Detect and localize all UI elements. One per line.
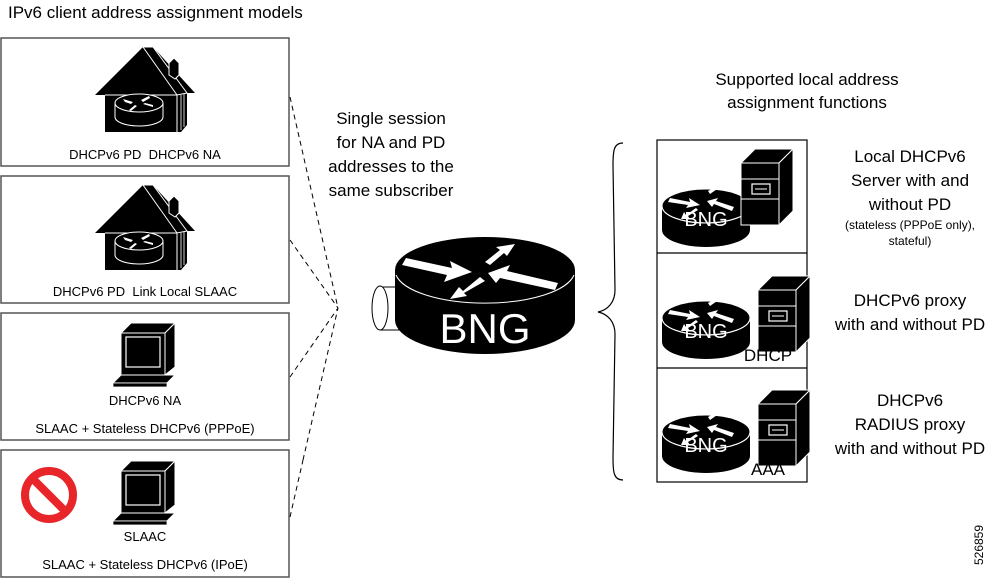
- function-description-2: DHCPv6 proxy with and without PD: [834, 291, 985, 334]
- server-icon: [740, 148, 794, 226]
- bng-label: BNG: [439, 305, 530, 352]
- server-label: DHCP: [744, 346, 792, 365]
- no-entry-icon: [21, 467, 77, 523]
- function-local-dhcpv6-server: BNG: [661, 148, 794, 248]
- svg-text:DHCPv6: DHCPv6: [877, 391, 943, 410]
- function-description-1: Local DHCPv6 Server with and without PD …: [845, 147, 975, 248]
- svg-text:same subscriber: same subscriber: [329, 181, 454, 200]
- functions-heading-line: Supported local address: [715, 70, 898, 89]
- svg-text:without PD: without PD: [868, 195, 951, 214]
- computer-icon: [112, 460, 176, 526]
- client-model-4: SLAAC SLAAC + Stateless DHCPv6 (IPoE): [0, 449, 290, 578]
- device-label: BNG: [684, 209, 727, 231]
- function-dhcpv6-proxy: BNG DHCP: [661, 275, 811, 365]
- client-model-label: DHCPv6 PD Link Local SLAAC: [53, 284, 237, 299]
- computer-icon: [112, 322, 176, 388]
- server-icon: [757, 389, 811, 467]
- client-model-label: DHCPv6 NA: [109, 393, 182, 408]
- connector-line: [289, 307, 339, 378]
- client-model-label: SLAAC: [124, 529, 167, 544]
- client-model-1: DHCPv6 PD DHCPv6 NA: [0, 37, 290, 167]
- device-label: BNG: [684, 321, 727, 343]
- connector-line: [289, 459, 304, 518]
- svg-text:Single session: Single session: [336, 109, 446, 128]
- functions-heading-line: assignment functions: [727, 93, 887, 112]
- device-label: BNG: [684, 435, 727, 457]
- connector-line: [289, 96, 339, 309]
- function-description-3: DHCPv6 RADIUS proxy with and without PD: [834, 391, 985, 458]
- client-model-2: DHCPv6 PD Link Local SLAAC: [0, 175, 290, 304]
- functions-panel: BNG BNG DHCP BNG AAA: [656, 139, 811, 483]
- svg-text:with and without PD: with and without PD: [834, 439, 985, 458]
- svg-text:addresses to the: addresses to the: [328, 157, 454, 176]
- function-radius-proxy: BNG AAA: [661, 389, 811, 479]
- server-icon: [757, 275, 811, 353]
- svg-text:RADIUS proxy: RADIUS proxy: [855, 415, 966, 434]
- client-model-sublabel: SLAAC + Stateless DHCPv6 (IPoE): [42, 557, 248, 572]
- svg-text:DHCPv6 proxy: DHCPv6 proxy: [854, 291, 967, 310]
- client-model-3: DHCPv6 NA SLAAC + Stateless DHCPv6 (PPPo…: [0, 312, 290, 441]
- svg-text:with and without PD: with and without PD: [834, 315, 985, 334]
- client-model-label: DHCPv6 PD DHCPv6 NA: [69, 147, 221, 162]
- diagram-title: IPv6 client address assignment models: [8, 3, 303, 22]
- client-model-sublabel: SLAAC + Stateless DHCPv6 (PPPoE): [35, 421, 254, 436]
- connector-line: [302, 307, 339, 461]
- svg-text:for NA and PD: for NA and PD: [337, 133, 446, 152]
- function-note: (stateless (PPPoE only),: [845, 218, 975, 232]
- bng-router-icon: BNG: [371, 237, 575, 354]
- function-note: stateful): [889, 234, 932, 248]
- svg-text:Local DHCPv6: Local DHCPv6: [854, 147, 966, 166]
- session-note: Single session for NA and PD addresses t…: [328, 109, 454, 200]
- server-label: AAA: [751, 460, 786, 479]
- session-connectors: [289, 96, 339, 518]
- svg-text:Server with and: Server with and: [851, 171, 969, 190]
- connector-line: [289, 239, 339, 309]
- figure-id: 526859: [972, 525, 986, 565]
- grouping-brace: [597, 142, 624, 481]
